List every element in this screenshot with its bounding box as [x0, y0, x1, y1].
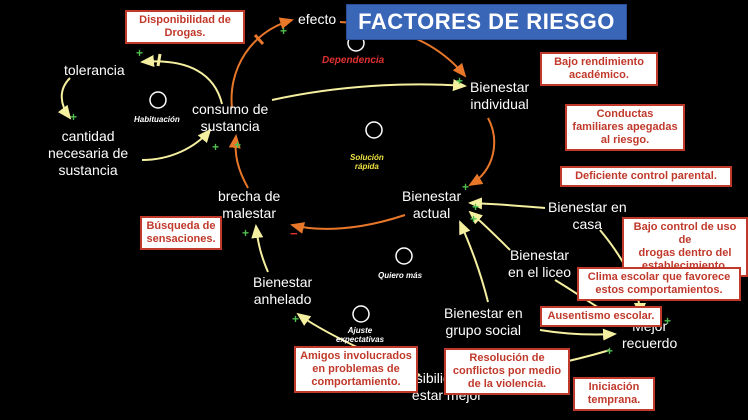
- box-clima: Clima escolar que favorece estos comport…: [577, 267, 741, 301]
- loop-quiero: Quiero más: [378, 271, 423, 280]
- minus-sign: −: [290, 226, 298, 241]
- box-busqueda: Búsqueda de sensaciones.: [140, 216, 222, 250]
- loop-ajuste: Ajuste expectativas: [336, 326, 385, 344]
- box-amigos: Amigos involucrados en problemas de comp…: [294, 346, 418, 393]
- loop-habituacion: Habituación: [134, 115, 180, 124]
- plus-sign: +: [136, 46, 144, 60]
- box-rendimiento: Bajo rendimiento académico.: [540, 52, 658, 86]
- box-ausentismo: Ausentismo escolar.: [540, 306, 662, 327]
- box-resolucion: Resolución de conflictos por medio de la…: [444, 348, 570, 395]
- plus-sign: +: [664, 314, 672, 328]
- page-title: FACTORES DE RIESGO: [346, 4, 627, 40]
- node-bienestar-grupo: Bienestar en grupo social: [444, 305, 523, 338]
- node-brecha: brecha de malestar: [218, 188, 281, 221]
- link-consumo-efecto: [230, 17, 294, 109]
- plus-sign: +: [212, 140, 220, 154]
- loop-dependencia: Dependencia: [322, 55, 385, 66]
- link-consumo-tolerancia: [140, 55, 223, 105]
- link-grupo-actual: [459, 220, 489, 303]
- node-bienestar-individual: Bienestar individual: [470, 79, 530, 112]
- node-consumo: consumo de sustancia: [192, 101, 269, 134]
- box-control-parental: Deficiente control parental.: [560, 166, 732, 187]
- node-bienestar-anhelado: Bienestar anhelado: [253, 274, 313, 307]
- node-bienestar-casa: Bienestar en casa: [548, 199, 627, 232]
- link-grupo-recuerdo: [539, 328, 617, 341]
- plus-sign: +: [70, 110, 78, 124]
- node-tolerancia: tolerancia: [64, 62, 125, 78]
- link-anhelado-brecha: [251, 224, 269, 273]
- plus-sign: +: [462, 180, 470, 194]
- box-control-uso: Bajo control de uso de drogas dentro del…: [622, 217, 748, 277]
- link-individual-actual: [468, 117, 496, 187]
- node-cantidad: cantidad necesaria de sustancia: [48, 128, 129, 178]
- plus-sign: +: [470, 212, 478, 226]
- link-casa-actual: [468, 197, 546, 210]
- plus-sign: +: [292, 312, 300, 326]
- plus-sign: +: [280, 24, 288, 38]
- box-iniciacion: Iniciación temprana.: [573, 377, 655, 411]
- link-cantidad-consumo: [141, 128, 212, 161]
- plus-sign: +: [472, 200, 480, 214]
- plus-sign: +: [234, 138, 242, 152]
- node-bienestar-actual: Bienestar actual: [402, 188, 462, 221]
- node-efecto: efecto: [298, 11, 337, 27]
- plus-sign: +: [456, 74, 464, 88]
- link-tolerancia-cantidad: [57, 77, 72, 120]
- plus-sign: +: [242, 226, 250, 240]
- node-bienestar-liceo: Bienestar en el liceo: [508, 247, 572, 280]
- link-actual-brecha: [290, 214, 406, 234]
- link-liceo-actual: [468, 210, 511, 251]
- loop-solucion: Solución rápida: [350, 153, 384, 171]
- link-consumo-bienestar-individual: [271, 79, 467, 101]
- link-brecha-consumo: [228, 134, 249, 189]
- box-disponibilidad: Disponibilidad de Drogas.: [125, 10, 245, 44]
- plus-sign: +: [606, 344, 614, 358]
- loop-icons: [149, 34, 413, 323]
- box-conductas: Conductas familiares apegadas al riesgo.: [565, 104, 685, 151]
